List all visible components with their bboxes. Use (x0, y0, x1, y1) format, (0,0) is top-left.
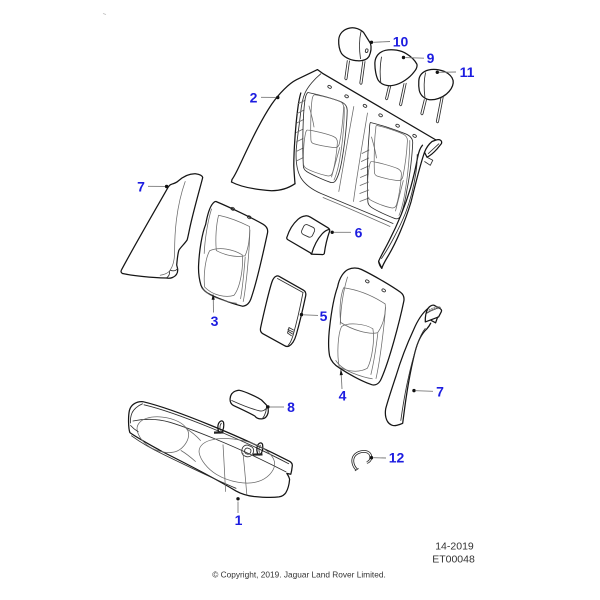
svg-text:11: 11 (460, 64, 475, 80)
svg-text:ET00048: ET00048 (432, 554, 475, 566)
svg-text:© Copyright, 2019. Jaguar Land: © Copyright, 2019. Jaguar Land Rover Lim… (212, 570, 386, 580)
svg-text:14-2019: 14-2019 (435, 541, 474, 553)
svg-text:7: 7 (137, 179, 145, 195)
svg-text:4: 4 (339, 388, 347, 404)
svg-text:1: 1 (235, 512, 243, 528)
svg-text:6: 6 (355, 225, 363, 241)
svg-text:2: 2 (250, 89, 258, 105)
svg-text:3: 3 (211, 313, 219, 329)
svg-text:9: 9 (427, 50, 435, 66)
svg-text:8: 8 (287, 399, 295, 415)
svg-text:7: 7 (436, 384, 444, 400)
svg-text:5: 5 (320, 308, 328, 324)
svg-text:10: 10 (393, 34, 409, 50)
svg-text:12: 12 (389, 449, 405, 465)
